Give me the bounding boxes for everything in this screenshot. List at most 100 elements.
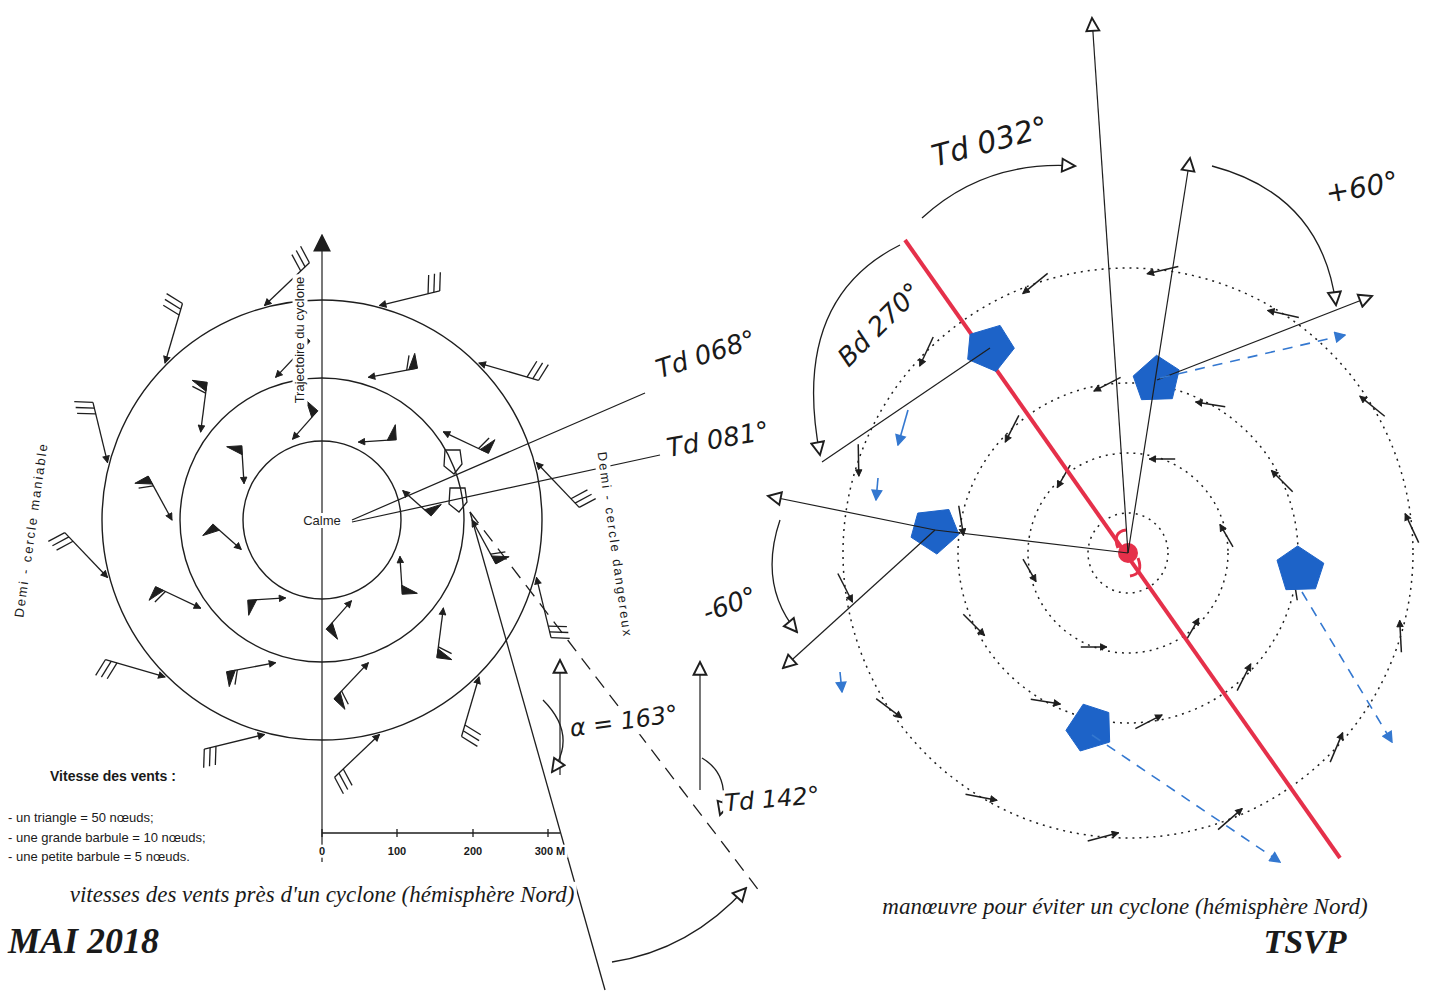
scale-value: 200 bbox=[462, 845, 484, 858]
wind-barb bbox=[342, 691, 349, 704]
isobar-circle bbox=[843, 268, 1413, 838]
drift-arrow bbox=[876, 478, 878, 500]
wind-arrow bbox=[93, 402, 108, 462]
angle-note: -60° bbox=[697, 581, 763, 629]
bearing-line bbox=[935, 530, 1128, 553]
wind-barb bbox=[479, 438, 490, 449]
flow-arrow bbox=[1360, 396, 1385, 416]
drift-arrow bbox=[840, 672, 842, 692]
wind-barb bbox=[235, 670, 237, 685]
wind-barb bbox=[527, 361, 537, 377]
flow-arrow bbox=[838, 573, 853, 601]
drift-arrow bbox=[1092, 735, 1280, 862]
flow-arrow bbox=[876, 699, 902, 718]
wind-barb bbox=[155, 591, 166, 602]
track-line bbox=[321, 236, 322, 862]
sector-label: Demi - cercle maniable bbox=[12, 439, 52, 620]
flow-arrow bbox=[1271, 471, 1292, 492]
wind-barb bbox=[292, 255, 301, 271]
bearing-note: Td 142° bbox=[721, 782, 822, 818]
flow-arrow bbox=[1268, 310, 1299, 317]
bearing-note: Td 032° bbox=[926, 109, 1054, 174]
ship-symbol bbox=[1066, 704, 1110, 751]
node-label: Calme bbox=[301, 513, 343, 528]
wind-flag bbox=[135, 476, 152, 484]
flow-arrow bbox=[1005, 415, 1019, 442]
angle-note: +60° bbox=[1321, 165, 1403, 210]
flow-arrow bbox=[1186, 618, 1199, 641]
course-line bbox=[768, 496, 935, 530]
bearing-note: Td 068° bbox=[650, 324, 761, 386]
scale-tick bbox=[396, 829, 397, 837]
wind-flag bbox=[492, 556, 509, 564]
arc-arrow bbox=[702, 758, 723, 815]
ship-course bbox=[470, 512, 605, 990]
wind-arrow bbox=[65, 533, 108, 578]
cyclone-track bbox=[905, 240, 1340, 858]
calm-circle: Calme bbox=[242, 440, 402, 600]
flow-arrow bbox=[1149, 458, 1175, 460]
cyclone-symbol bbox=[1116, 530, 1126, 548]
figure-caption: manœuvre pour éviter un cyclone (hémisph… bbox=[880, 894, 1369, 920]
wind-flag bbox=[149, 587, 164, 601]
legend-line: - un triangle = 50 nœuds; bbox=[6, 811, 156, 826]
flow-arrow bbox=[959, 506, 964, 536]
wind-flag bbox=[326, 623, 337, 640]
north-arrow bbox=[699, 662, 700, 790]
page-mark: TSVP bbox=[1261, 922, 1348, 961]
wind-barb bbox=[427, 275, 429, 294]
scale-bar bbox=[322, 832, 560, 834]
bearing-note: Bd 270° bbox=[831, 276, 929, 374]
course-line bbox=[1157, 296, 1372, 380]
wind-barb bbox=[550, 631, 569, 633]
flow-arrow bbox=[1088, 833, 1119, 841]
arc-arrow bbox=[922, 165, 1075, 218]
ship-symbol bbox=[968, 325, 1015, 371]
wind-barb bbox=[491, 552, 506, 554]
flow-arrow bbox=[1031, 699, 1061, 704]
wind-flag bbox=[306, 401, 317, 418]
scale-value: 0 bbox=[317, 845, 327, 858]
wind-flag bbox=[387, 425, 396, 441]
wind-flag bbox=[248, 600, 257, 616]
drift-arrow bbox=[1302, 592, 1392, 742]
avoidance-diagram bbox=[768, 18, 1419, 862]
arc-arrow bbox=[612, 888, 746, 962]
flow-arrow bbox=[857, 444, 859, 476]
flow-arrow bbox=[1237, 664, 1251, 691]
wind-barb bbox=[74, 401, 93, 403]
drift-arrow bbox=[1160, 335, 1345, 378]
wind-flag bbox=[227, 446, 243, 455]
wind-barb bbox=[203, 749, 205, 768]
flow-arrow bbox=[1081, 646, 1107, 648]
arc-arrow bbox=[1212, 166, 1336, 305]
wind-flag bbox=[409, 353, 418, 369]
wind-barb bbox=[465, 725, 481, 735]
wind-barb bbox=[215, 746, 217, 765]
flow-arrow bbox=[1023, 273, 1048, 293]
wind-flag bbox=[203, 524, 220, 535]
flow-arrow bbox=[1147, 267, 1178, 274]
arc-arrow bbox=[772, 520, 797, 632]
wind-arrow bbox=[204, 734, 264, 749]
scale-value: 300 M bbox=[533, 845, 568, 858]
flow-arrow bbox=[1023, 559, 1036, 582]
scale-tick bbox=[472, 829, 473, 837]
ship-position bbox=[444, 450, 462, 474]
ship-position bbox=[449, 488, 467, 512]
wind-flag bbox=[480, 440, 495, 454]
course-line bbox=[783, 530, 935, 668]
wind-barb bbox=[163, 305, 179, 315]
legend-line: - une petite barbule = 5 nœuds. bbox=[6, 850, 192, 865]
wind-barb bbox=[407, 355, 409, 370]
flow-arrow bbox=[1220, 524, 1233, 547]
bearing-line bbox=[1128, 158, 1190, 553]
flow-arrow bbox=[920, 337, 933, 366]
scale-tick bbox=[547, 829, 548, 837]
exam-date: MAI 2018 bbox=[6, 921, 161, 962]
wind-barb bbox=[76, 407, 95, 409]
wind-barb bbox=[77, 413, 96, 415]
sector-label: Demi - cercle dangereux bbox=[593, 449, 634, 641]
cyclone-symbol bbox=[1130, 558, 1140, 576]
wind-barb bbox=[433, 274, 435, 293]
